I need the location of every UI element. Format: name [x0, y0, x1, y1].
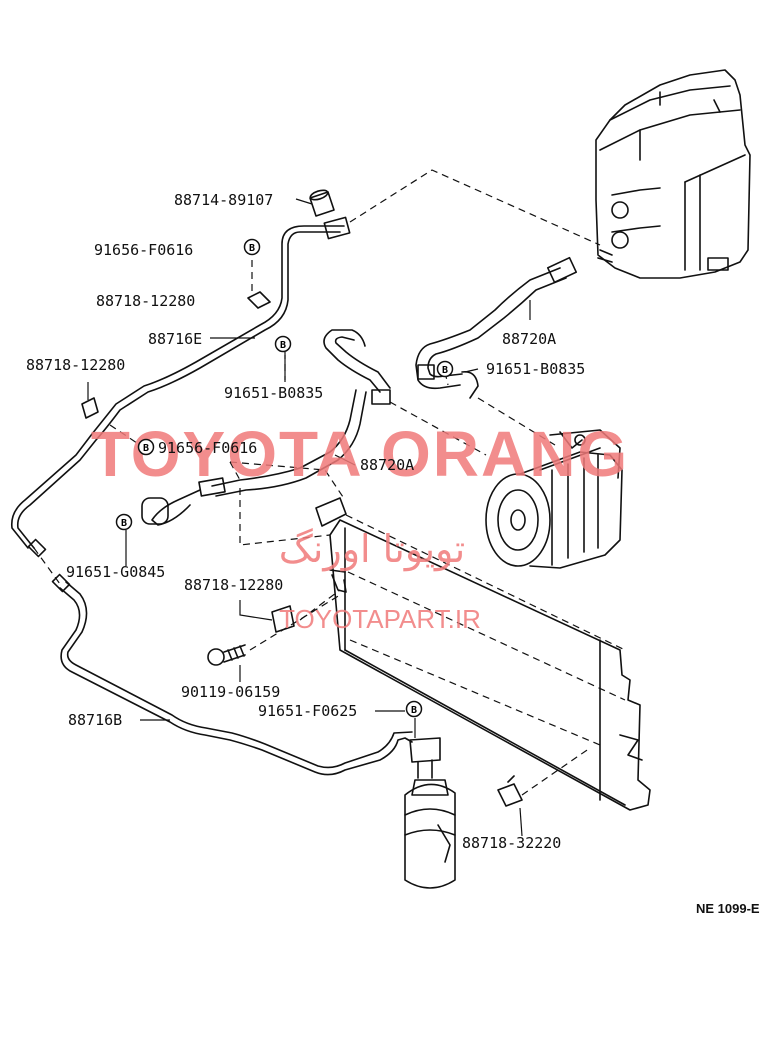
b-marker-icon: B: [243, 238, 261, 256]
label-88714-89107: 88714-89107: [174, 191, 273, 209]
b-markers: B B B B B B: [115, 238, 454, 718]
leader-lines: [87, 198, 531, 837]
b-marker-text: B: [249, 243, 255, 254]
watermark-latin: TOYOTA ORANG: [91, 418, 629, 490]
label-91651-F0625: 91651-F0625: [258, 702, 357, 720]
receiver-drier-icon: [404, 737, 456, 889]
label-91651-B0835-mid: 91651-B0835: [224, 384, 323, 402]
b-marker-icon: B: [405, 700, 423, 718]
part-labels: 88714-89107 91656-F0616 88718-12280 8871…: [26, 191, 585, 852]
compressor-icon: [485, 429, 623, 569]
label-91656-F0616-mid: 91656-F0616: [158, 439, 257, 457]
label-91656-F0616-top: 91656-F0616: [94, 241, 193, 259]
label-91651-G0845: 91651-G0845: [66, 563, 165, 581]
label-88720A-right: 88720A: [502, 330, 556, 348]
bolt-90119-06159-icon: [207, 644, 246, 666]
hose-88720A-top: [415, 256, 578, 399]
b-marker-icon: B: [436, 360, 454, 378]
b-marker-text: B: [442, 365, 448, 376]
b-marker-text: B: [411, 705, 417, 716]
label-88716B: 88716B: [68, 711, 122, 729]
pipe-88716E: [10, 216, 351, 558]
b-marker-text: B: [280, 340, 286, 351]
label-88718-32220: 88718-32220: [462, 834, 561, 852]
evaporator-unit-icon: [595, 69, 751, 279]
label-88718-12280-top: 88718-12280: [96, 292, 195, 310]
b-marker-icon: B: [115, 513, 133, 531]
label-91651-B0835-right: 91651-B0835: [486, 360, 585, 378]
b-marker-text: B: [121, 518, 127, 529]
clamp-88718-12280-left-icon: [81, 397, 99, 419]
watermark-site: TOYOTAPART.IR: [279, 604, 481, 634]
label-88720A-mid: 88720A: [360, 456, 414, 474]
clamp-88718-32220-icon: [497, 775, 523, 807]
b-marker-icon: B: [274, 335, 292, 353]
label-88716E: 88716E: [148, 330, 202, 348]
b-marker-icon: B: [137, 438, 155, 456]
label-90119-06159: 90119-06159: [181, 683, 280, 701]
label-88718-12280-mid: 88718-12280: [184, 576, 283, 594]
clamp-88718-12280-top-icon: [247, 291, 271, 309]
b-marker-text: B: [143, 443, 149, 454]
condenser-icon: [315, 497, 651, 811]
watermark-persian: تویوتا اورنگ: [279, 527, 466, 572]
watermark: TOYOTA ORANG تویوتا اورنگ TOYOTAPART.IR: [91, 418, 629, 634]
label-88718-12280-left: 88718-12280: [26, 356, 125, 374]
diagram-code: NE 1099-E: [696, 901, 760, 916]
fitting-88714-89107-icon: [309, 189, 335, 217]
clamp-88718-12280-mid-icon: [271, 605, 295, 633]
hose-88720A-mid: [141, 329, 391, 526]
dashed-guide-lines: [33, 169, 626, 796]
